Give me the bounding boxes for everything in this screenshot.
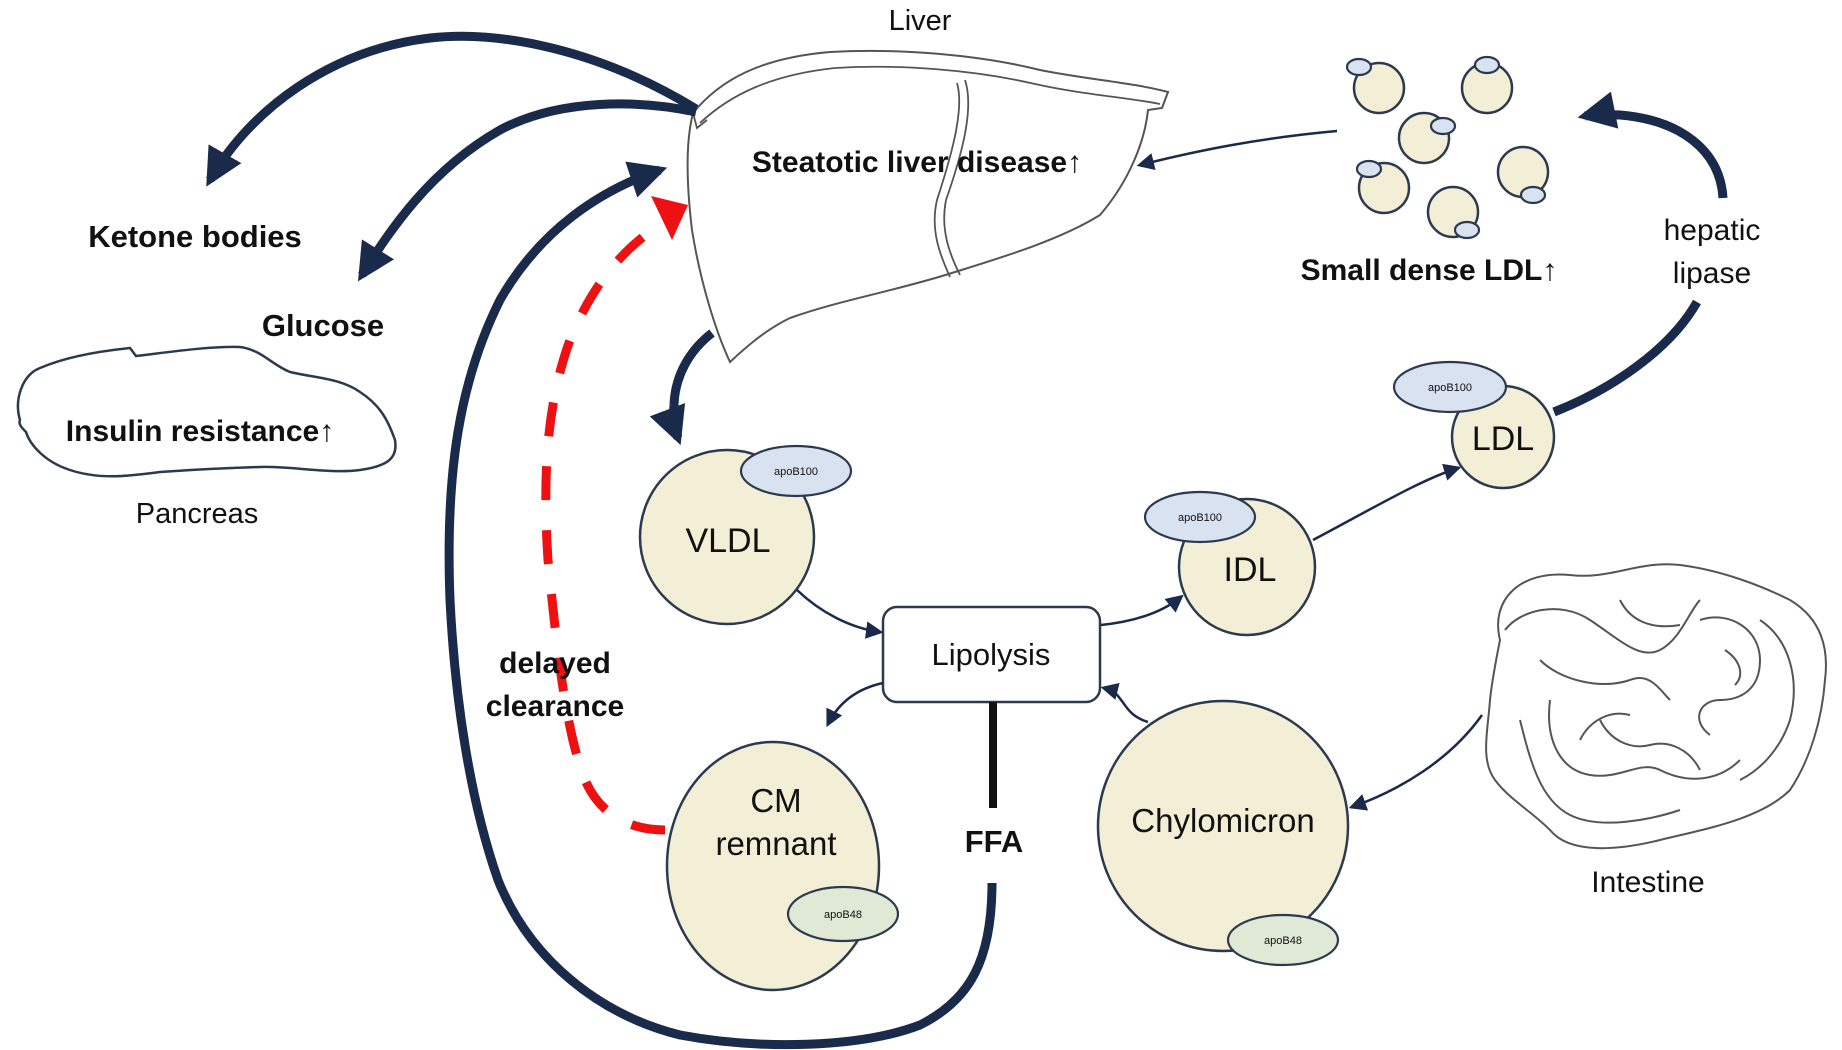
cm-remnant-particle: apoB48 CM remnant <box>665 740 900 992</box>
ffa-to-liver-arrow <box>444 161 997 1050</box>
chylomicron-particle: apoB48 Chylomicron <box>1096 699 1350 967</box>
liver-outline <box>686 49 1170 364</box>
chylomicron-to-lipolysis-arrow <box>1100 682 1149 724</box>
hepatic-lipase-to-sdldl-arrow <box>1577 91 1728 199</box>
glucose-label: Glucose <box>262 308 384 343</box>
idl-apob100 <box>1143 490 1257 544</box>
chylomicron-apob48 <box>1226 913 1340 967</box>
intestine-organ <box>1485 563 1827 850</box>
liver-label: Liver <box>889 5 952 37</box>
liver-to-glucose-arrow <box>358 99 697 282</box>
idl-apo-label: apoB100 <box>1178 512 1222 524</box>
pancreas-label: Pancreas <box>136 498 259 530</box>
idl-label: IDL <box>1224 551 1277 589</box>
small-dense-ldl-label: Small dense LDL↑ <box>1301 254 1558 287</box>
lipolysis-to-cm-remnant-arrow <box>826 681 884 728</box>
pancreas-condition: Insulin resistance↑ <box>66 415 334 448</box>
vldl-apob100 <box>739 444 853 498</box>
cm-remnant-ellipse <box>665 740 881 992</box>
vldl-particle: apoB100 VLDL <box>638 444 853 626</box>
ldl-apob100 <box>1392 360 1508 414</box>
lipolysis-label: Lipolysis <box>932 637 1051 672</box>
sdldl-particle <box>1426 185 1481 240</box>
hepatic-lipase-line2: lipase <box>1673 257 1751 290</box>
hepatic-lipase-line1: hepatic <box>1664 214 1761 247</box>
ffa-inhibition-bar <box>989 702 997 808</box>
sdldl-particle <box>1355 159 1411 215</box>
liver-rim <box>699 65 1161 124</box>
ldl-label: LDL <box>1472 420 1534 458</box>
cm-remnant-apo-label: apoB48 <box>824 909 862 921</box>
sdldl-particle <box>1345 57 1406 115</box>
liver-organ <box>686 49 1170 364</box>
sdldl-to-liver-arrow <box>1136 129 1338 171</box>
ketone-bodies-label: Ketone bodies <box>88 219 302 254</box>
sdldl-particle <box>1496 145 1550 205</box>
delayed-label-line2: clearance <box>486 690 624 723</box>
liver-lobe-divider <box>933 82 961 278</box>
cm-remnant-apob48 <box>786 885 900 943</box>
ldl-particle: apoB100 LDL <box>1392 360 1556 490</box>
liver-notch <box>692 112 708 130</box>
vldl-apo-label: apoB100 <box>774 466 818 478</box>
chylomicron-apo-label: apoB48 <box>1264 935 1302 947</box>
liver-to-vldl-arrow <box>649 329 715 446</box>
vldl-to-lipolysis-arrow <box>796 589 884 639</box>
idl-particle: apoB100 IDL <box>1143 490 1317 637</box>
delayed-label-line1: delayed <box>499 647 611 680</box>
delayed-clearance-arrowhead <box>651 196 688 240</box>
intestine-label: Intestine <box>1591 866 1704 899</box>
chylomicron-label: Chylomicron <box>1131 802 1314 839</box>
sdldl-particle <box>1460 55 1514 115</box>
small-dense-ldl-cluster <box>1345 55 1550 240</box>
chylomicron-circle <box>1096 699 1350 953</box>
cm-remnant-label-line2: remnant <box>715 825 836 862</box>
sdldl-particle <box>1397 111 1457 165</box>
delayed-clearance-arrow <box>541 221 666 835</box>
idl-to-ldl-arrow <box>1312 463 1462 542</box>
intestine-to-chylomicron-arrow <box>1348 714 1484 811</box>
liver-to-ketone-arrow <box>206 31 699 187</box>
liver-condition: Steatotic liver disease↑ <box>752 146 1082 179</box>
lipolysis-to-idl-arrow <box>1100 594 1184 627</box>
cm-remnant-label-line1: CM <box>750 782 801 819</box>
ffa-label: FFA <box>965 824 1024 859</box>
liver-lobe-divider-2 <box>943 79 970 276</box>
vldl-label: VLDL <box>685 522 770 560</box>
ldl-to-hepatic-lipase-line <box>1552 299 1701 417</box>
pancreas-outline <box>16 345 397 478</box>
ldl-apo-label: apoB100 <box>1428 382 1472 394</box>
